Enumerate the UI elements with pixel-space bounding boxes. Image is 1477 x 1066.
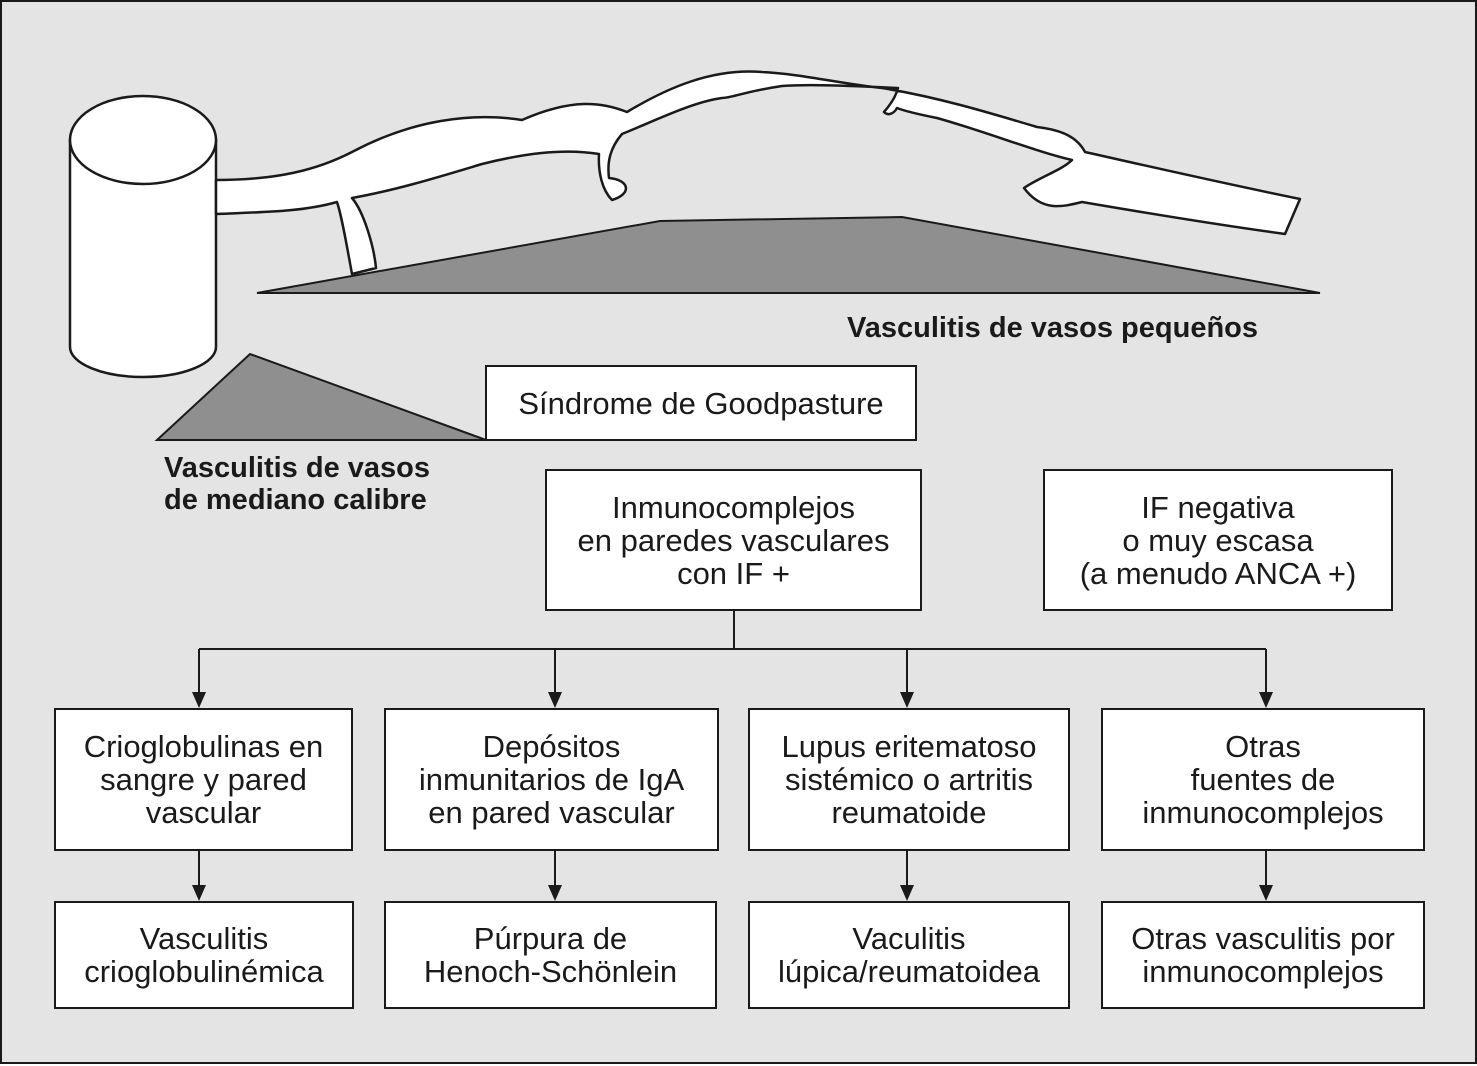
arrowhead — [1259, 692, 1273, 708]
goodpasture-box: Síndrome de Goodpasture — [485, 365, 917, 441]
arrowhead — [548, 885, 562, 901]
if-negative-box: IF negativa o muy escasa (a menudo ANCA … — [1043, 469, 1393, 611]
lupus-rheumatoid-vasculitis-box: Vaculitis lúpica/reumatoidea — [748, 901, 1070, 1009]
arrowhead — [548, 692, 562, 708]
lupus-ra-box: Lupus eritematoso sistémico o artritis r… — [748, 708, 1070, 851]
arrowhead — [192, 692, 206, 708]
arrowhead — [192, 885, 206, 901]
other-sources-box: Otras fuentes de inmunocomplejos — [1101, 708, 1425, 851]
iga-deposits-box: Depósitos inmunitarios de IgA en pared v… — [384, 708, 719, 851]
large-vessel-cylinder — [68, 94, 218, 379]
arrowhead — [1259, 885, 1273, 901]
immune-complexes-box: Inmunocomplejos en paredes vasculares co… — [545, 469, 922, 611]
arrowhead — [900, 692, 914, 708]
small-vessel-range-shape — [256, 215, 1321, 294]
small-vessel-vasculitis-label: Vasculitis de vasos pequeños — [847, 312, 1258, 344]
medium-vessel-range-shape — [154, 352, 487, 441]
cryoglobulins-box: Crioglobulinas en sangre y pared vascula… — [54, 708, 353, 851]
cryoglobulinemic-vasculitis-box: Vasculitis crioglobulinémica — [54, 901, 354, 1009]
other-immune-complex-vasculitis-box: Otras vasculitis por inmunocomplejos — [1101, 901, 1425, 1009]
henoch-schonlein-box: Púrpura de Henoch-Schönlein — [384, 901, 717, 1009]
small-vessel-branch — [214, 70, 1302, 276]
medium-vessel-vasculitis-label: Vasculitis de vasos de mediano calibre — [164, 452, 430, 516]
arrowhead — [900, 885, 914, 901]
arrowheads — [192, 692, 1273, 901]
